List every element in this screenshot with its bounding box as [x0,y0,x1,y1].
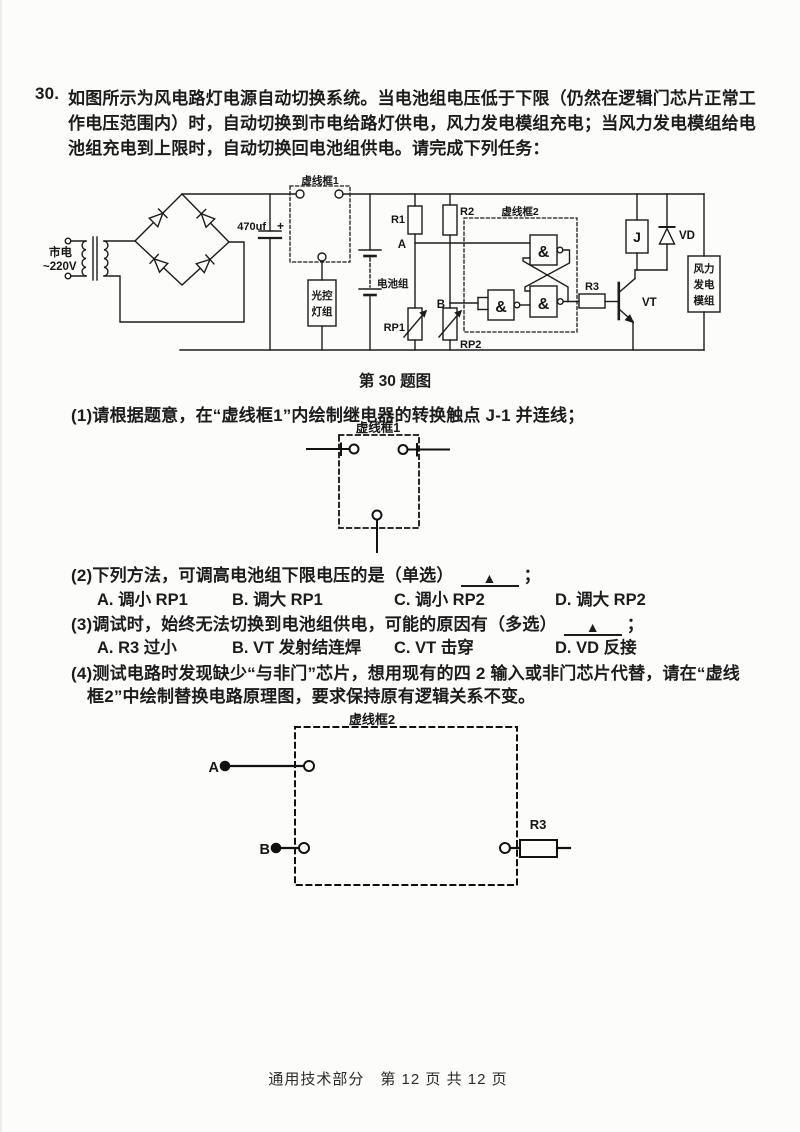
wind-generator-box [687,255,721,313]
rp1-label: RP1 [384,322,405,334]
transistor-vt [617,269,636,351]
node-a-label: A [398,239,406,251]
question-3-line: (3)调试时，始终无法切换到电池组供电，可能的原因有（多选） ▲； [71,610,644,636]
dashed-box-2 [463,217,578,333]
main-circuit-figure: 市电 ~220V 470uf + 虚线框1 光控 灯组 电池组 R1 R2 A … [43,174,721,351]
battery-label: 电池组 [377,277,409,290]
practice2-b-label: B [260,842,270,858]
diode-upper-left-icon [148,208,168,228]
relay-coil-j [625,193,668,271]
practice1-bottom-terminal [371,509,383,553]
dashed-box-1 [289,185,351,281]
practice1-left-terminal [306,442,360,456]
r3-label: R3 [585,281,599,293]
vd-label: VD [679,230,695,242]
divider-r1-rp1 [403,193,531,351]
intro-line-3: 池组充电到上限时，自动切换回电池组供电。请完成下列任务： [68,139,550,158]
divider-r2-rp2 [438,193,479,351]
practice2-r3-label: R3 [530,817,547,832]
wind-box-label-2: 发电 [693,278,715,291]
q2-option-d: D. 调大 RP2 [555,591,646,609]
question-number: 30. [35,84,60,103]
bridge-rectifier [133,193,231,286]
nand2-symbol: & [495,299,507,316]
question-2-line: (2)下列方法，可调高电池组下限电压的是（单选） ▲； [71,561,541,587]
rp2-label: RP2 [460,339,481,351]
q2-option-c: C. 调小 RP2 [394,591,485,609]
practice2-input-a [219,760,315,772]
r1-label: R1 [391,214,405,226]
capacitor-plus-label: + [277,219,284,233]
practice2-output-r3 [499,839,572,858]
mains-label: 市电 [49,245,72,259]
practice2-dashed-border [294,726,518,886]
wind-box-label-1: 风力 [694,262,715,275]
light-box-label-1: 光控 [311,289,333,302]
question-2-answer-blank: ▲ [460,568,519,587]
q2-option-a: A. 调小 RP1 [97,591,188,609]
question-4-line-1: (4)测试电路时发现缺少“与非门”芯片，想用现有的四 2 输入或非门芯片代替，请… [71,664,740,683]
practice-box-1-figure: 虚线框1 [306,420,450,553]
light-control-lamp-box [307,279,337,351]
capacitor-label: 470uf [237,221,266,233]
battery-pack [358,193,382,351]
q3-option-c: C. VT 击穿 [394,639,474,657]
question-2-text: (2)下列方法，可调高电池组下限电压的是（单选） [71,566,454,585]
intro-line-2: 作电压范围内）时，自动切换到市电给路灯供电，风力发电模组充电；当风力发电模组给电 [68,114,756,133]
light-box-label-2: 灯组 [312,305,333,318]
voltage-label: ~220V [43,261,77,273]
practice2-input-b [270,842,310,854]
diode-lower-right-icon [195,254,215,274]
nand-gate-input-tie [477,296,489,311]
nand-gate-2 [487,289,531,321]
question-1-text: (1)请根据题意，在“虚线框1”内绘制继电器的转换触点 J-1 并连线； [71,406,585,425]
dashed-box2-label: 虚线框2 [501,205,538,218]
question-3-text: (3)调试时，始终无法切换到电池组供电，可能的原因有（多选） [71,615,557,634]
question-2-suffix: ； [523,566,541,585]
relay-j-label: J [633,229,641,245]
diode-upper-right-icon [196,208,216,229]
diode-vd [658,193,676,271]
practice-box-2-figure: 虚线框2 A B R3 [209,712,572,886]
question-2-options: A. 调小 RP1 B. 调大 RP1 C. 调小 RP2 D. 调大 RP2 [2,586,800,609]
q2-option-b: B. 调大 RP1 [232,591,323,609]
diode-lower-left-icon [149,253,169,274]
wind-box-label-3: 模组 [694,294,715,307]
practice1-right-terminal [397,443,450,457]
question-3-answer-blank: ▲ [563,617,622,636]
q3-option-a: A. R3 过小 [97,639,177,657]
question-3-suffix: ； [626,615,644,634]
r2-label: R2 [460,206,474,218]
power-rails [179,193,705,351]
capacitor [257,193,283,351]
figure-caption: 第 30 题图 [358,373,432,390]
question-4-line-2: 框2”中绘制替换电路原理图，要求保持原有逻辑关系不变。 [87,687,536,706]
page-footer: 通用技术部分 第 12 页 共 12 页 [268,1071,508,1088]
latch-cross-coupling [522,249,571,303]
question-3-options: A. R3 过小 B. VT 发射结连焊 C. VT 击穿 D. VD 反接 [2,634,800,657]
node-b-label: B [437,299,445,311]
practice2-title: 虚线框2 [349,712,395,727]
practice1-dashed-border [338,434,420,529]
vt-label: VT [642,297,657,309]
q3-option-d: D. VD 反接 [555,639,637,657]
dashed-box1-label: 虚线框1 [301,174,338,187]
practice1-title: 虚线框1 [356,420,401,435]
practice2-a-label: A [209,760,220,776]
nand3-symbol: & [538,296,550,313]
q3-option-b: B. VT 发射结连焊 [232,639,362,657]
intro-line-1: 如图所示为风电路灯电源自动切换系统。当电池组电压低于下限（仍然在逻辑门芯片正常工 [68,89,756,108]
nand1-symbol: & [538,244,550,261]
transformer [64,236,245,323]
base-resistor-r3 [562,293,619,309]
